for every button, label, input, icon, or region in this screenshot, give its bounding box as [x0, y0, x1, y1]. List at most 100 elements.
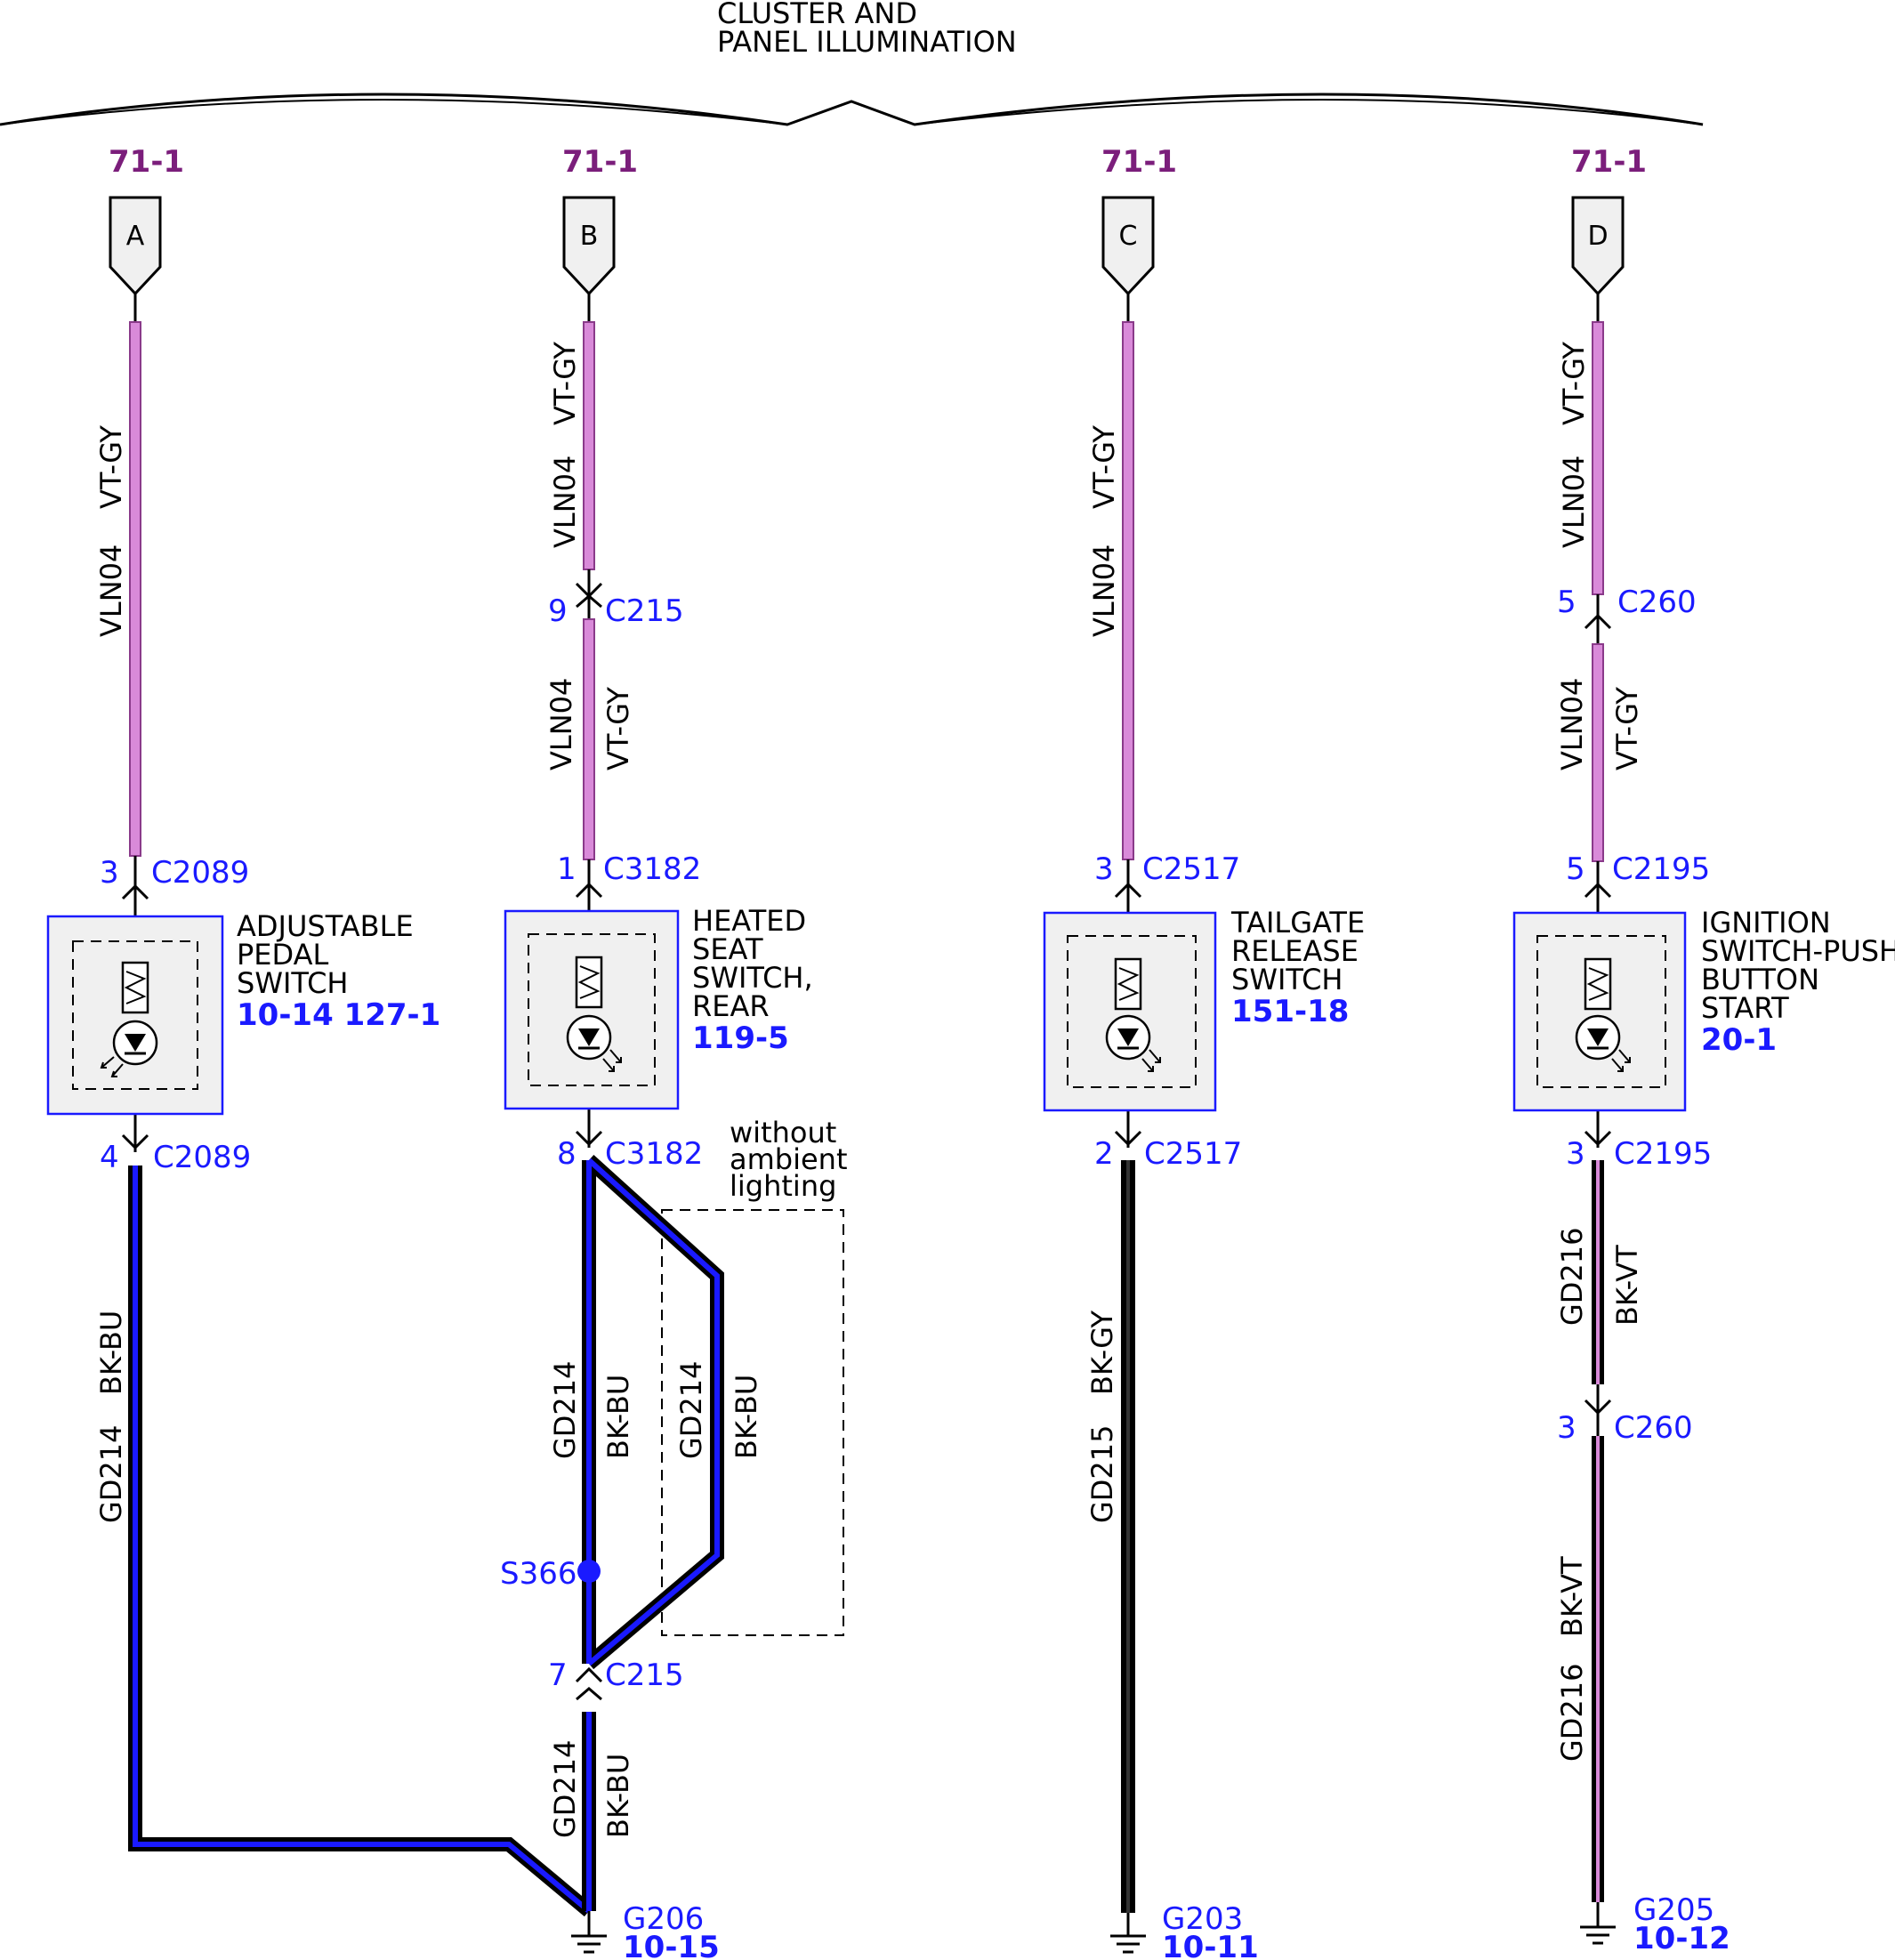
page-ref-b: 71-1	[562, 144, 638, 180]
wire-d3-circuit: GD216	[1555, 1227, 1589, 1326]
option-note-line3: lighting	[730, 1169, 836, 1203]
component-b-line1: HEATED	[692, 904, 806, 938]
column-d: 71-1 D VT-GY VLN04 5 C260 VLN04 VT-GY 5 …	[1512, 144, 1895, 1956]
wire-b1-circuit: VLN04	[548, 456, 582, 548]
wire-d4-circuit: GD216	[1555, 1663, 1589, 1762]
component-d-line2: SWITCH-PUSH	[1701, 934, 1895, 968]
conn-c-bottom-name: C2517	[1144, 1136, 1242, 1172]
option-dashed-box	[661, 1209, 844, 1636]
wire-vln04-d1	[1592, 321, 1604, 595]
flag-d-label: D	[1587, 221, 1608, 252]
wire-b1-color: VT-GY	[548, 342, 582, 425]
conn-d-inline-name: C260	[1617, 585, 1697, 620]
option-note-line1: without	[730, 1116, 836, 1149]
component-b-line4: REAR	[692, 989, 770, 1023]
wire-gd214-a	[128, 1166, 594, 1917]
wire-c2-color: BK-GY	[1085, 1311, 1119, 1396]
conn-a-bottom-name: C2089	[153, 1140, 251, 1175]
ground-c-ref: 10-11	[1162, 1930, 1259, 1960]
component-d-ref: 20-1	[1701, 1022, 1777, 1058]
conn-d-lower-pin: 3	[1557, 1410, 1576, 1446]
wire-a-color: VT-GY	[94, 425, 128, 509]
flag-c	[1101, 196, 1155, 296]
flag-b	[562, 196, 616, 296]
conn-d-top-name: C2195	[1612, 851, 1710, 887]
column-c: 71-1 C VT-GY VLN04 3 C2517 TAILGATE RELE…	[1043, 144, 1365, 1960]
wire-vln04-a	[129, 321, 141, 857]
wire-c2-circuit: GD215	[1085, 1424, 1119, 1523]
component-d-line4: START	[1701, 991, 1789, 1025]
conn-c-top-pin: 3	[1094, 851, 1114, 887]
header-brace	[0, 93, 1704, 126]
wire-d2-circuit: VLN04	[1555, 678, 1589, 770]
page-ref-a: 71-1	[109, 144, 184, 180]
wire-b5-circuit: GD214	[548, 1739, 582, 1838]
conn-a-top-pin: 3	[100, 855, 119, 891]
page-ref-d: 71-1	[1571, 144, 1647, 180]
wire-vln04-c	[1122, 321, 1134, 860]
conn-b-inline-pin: 9	[548, 593, 568, 629]
wire-d4-color: BK-VT	[1555, 1556, 1589, 1637]
wire-b2-circuit: VLN04	[544, 678, 578, 770]
header-line2: PANEL ILLUMINATION	[717, 25, 1017, 59]
wire-c-circuit: VLN04	[1087, 544, 1121, 637]
conn-d-inline-pin: 5	[1557, 585, 1576, 620]
wire-d3-color: BK-VT	[1610, 1245, 1644, 1326]
option-note-line2: ambient	[730, 1142, 848, 1176]
header-line1: CLUSTER AND	[717, 0, 917, 30]
component-d-line1: IGNITION	[1701, 906, 1831, 940]
conn-d-bottom-name: C2195	[1614, 1136, 1712, 1172]
conn-d-bottom-pin: 3	[1566, 1136, 1585, 1172]
wire-b4-color: BK-BU	[730, 1375, 763, 1459]
conn-a-bottom-arrow	[121, 1133, 149, 1150]
ground-c-name: G203	[1162, 1901, 1243, 1937]
component-c-box	[1043, 911, 1217, 1112]
page-ref-c: 71-1	[1101, 144, 1177, 180]
flag-c-label: C	[1119, 221, 1138, 252]
wire-vln04-b1	[583, 321, 595, 570]
ground-g203-icon	[1110, 1913, 1146, 1954]
wire-b2-color: VT-GY	[601, 687, 635, 770]
conn-a-top-name: C2089	[151, 855, 249, 891]
ground-g206-icon	[571, 1911, 607, 1954]
conn-c-top-name: C2517	[1142, 851, 1240, 887]
ground-d-name: G205	[1633, 1892, 1714, 1928]
wire-a-circuit: VLN04	[94, 544, 128, 637]
conn-a-bottom-pin: 4	[100, 1140, 119, 1175]
component-d-line3: BUTTON	[1701, 963, 1819, 996]
component-c-line2: RELEASE	[1231, 934, 1359, 968]
wire-b3-color: BK-BU	[601, 1375, 635, 1459]
conn-b-bottom-pin: 8	[557, 1136, 577, 1172]
wire-vln04-b2	[583, 618, 595, 860]
flag-d	[1571, 196, 1625, 296]
ground-g205-icon	[1580, 1902, 1616, 1945]
component-a-line1: ADJUSTABLE	[237, 909, 414, 943]
splice-label: S366	[500, 1556, 577, 1592]
column-a: 71-1 A VT-GY VLN04 3 C2089 ADJUSTABLE PE…	[46, 144, 594, 1917]
conn-b-bottom-name: C3182	[605, 1136, 703, 1172]
component-d-box	[1512, 911, 1687, 1112]
splice-s366	[577, 1560, 601, 1583]
component-a-line3: SWITCH	[237, 966, 348, 1000]
conn-d-top-pin: 5	[1566, 851, 1585, 887]
flag-b-label: B	[580, 221, 599, 252]
wire-d1-color: VT-GY	[1557, 342, 1591, 425]
component-b-line3: SWITCH,	[692, 961, 813, 995]
wire-d1-circuit: VLN04	[1557, 456, 1591, 548]
conn-c-bottom-pin: 2	[1094, 1136, 1114, 1172]
wire-a2-circuit: GD214	[94, 1424, 128, 1523]
column-b: 71-1 B VT-GY VLN04 9 C215 VLN04 VT-GY 1 …	[500, 144, 848, 1960]
conn-b-top-name: C3182	[603, 851, 701, 887]
component-c-line3: SWITCH	[1231, 963, 1343, 996]
wire-vln04-d2	[1592, 643, 1604, 862]
component-a-line2: PEDAL	[237, 938, 328, 972]
conn-d-lower-name: C260	[1614, 1410, 1693, 1446]
conn-b-lower-pin: 7	[548, 1658, 568, 1693]
wire-b3-circuit: GD214	[548, 1360, 582, 1459]
ground-b-name: G206	[623, 1901, 704, 1937]
wire-a2-color: BK-BU	[94, 1311, 128, 1395]
ground-b-ref: 10-15	[623, 1930, 720, 1960]
conn-b-inline-name: C215	[605, 593, 684, 629]
flag-a	[109, 196, 162, 296]
